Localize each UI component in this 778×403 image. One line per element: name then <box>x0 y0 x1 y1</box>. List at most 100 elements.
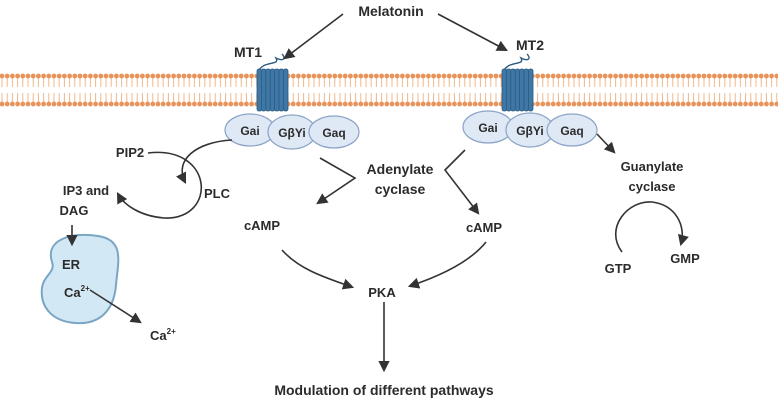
lipid-head <box>758 73 764 79</box>
lipid-head <box>223 101 229 107</box>
transmembrane-helix <box>282 68 289 112</box>
lipid-head <box>10 73 15 79</box>
lipid-head <box>51 101 57 107</box>
lipid-head <box>748 101 754 107</box>
lipid-head <box>540 73 546 79</box>
melatonin-label: Melatonin <box>358 3 423 19</box>
lipid-head <box>41 73 46 79</box>
lipid-head <box>535 73 540 79</box>
lipid-head <box>561 101 566 107</box>
lipid-head <box>483 73 488 79</box>
lipid-head <box>119 101 124 107</box>
lipid-head <box>727 73 733 79</box>
lipid-head <box>764 73 769 79</box>
lipid-head <box>618 73 624 79</box>
lipid-head <box>202 73 208 79</box>
lipid-head <box>431 73 436 79</box>
arrow-melatonin-mt2 <box>437 13 508 52</box>
arrow-mt1-to-camp <box>316 157 357 205</box>
lipid-head <box>608 73 613 79</box>
lipid-head <box>701 101 707 107</box>
lipid-head <box>36 73 41 79</box>
lipid-head <box>103 73 109 79</box>
lipid-head <box>374 101 379 107</box>
transmembrane-helix <box>523 68 529 112</box>
lipid-head <box>218 101 223 107</box>
lipid-head <box>717 101 722 107</box>
lipid-head <box>452 73 457 79</box>
lipid-head <box>212 101 218 107</box>
lipid-head <box>337 101 343 107</box>
lipid-head <box>322 73 327 79</box>
lipid-head <box>119 73 124 79</box>
lipid-head <box>660 101 665 107</box>
lipid-head <box>368 101 374 107</box>
pka-label: PKA <box>368 285 396 300</box>
lipid-head <box>670 73 676 79</box>
arrow-gtp-to-gmp <box>615 201 689 253</box>
lipid-head <box>41 101 46 107</box>
lipid-head <box>332 101 338 107</box>
lipid-head <box>316 73 322 79</box>
lipid-head <box>639 73 644 79</box>
lipid-head <box>228 73 234 79</box>
lipid-head <box>722 73 728 79</box>
lipid-head <box>556 101 561 107</box>
lipid-head <box>415 73 421 79</box>
lipid-head <box>25 101 31 107</box>
lipid-head <box>20 73 26 79</box>
lipid-head <box>301 73 306 79</box>
lipid-head <box>732 73 738 79</box>
lipid-head <box>696 73 702 79</box>
lipid-head <box>738 73 743 79</box>
lipid-head <box>171 73 177 79</box>
arrow-mt2-to-camp <box>443 149 480 215</box>
lipid-head <box>394 101 400 107</box>
lipid-head <box>145 73 151 79</box>
lipid-head <box>712 101 717 107</box>
lipid-head <box>62 73 67 79</box>
lipid-head <box>88 73 93 79</box>
lipid-head <box>290 101 296 107</box>
lipid-head <box>738 101 743 107</box>
gmp-label: GMP <box>670 251 700 266</box>
lipid-head <box>675 101 681 107</box>
lipid-head <box>114 101 119 107</box>
lipid-head <box>327 73 332 79</box>
lipid-head <box>545 73 551 79</box>
lipid-head <box>582 101 587 107</box>
lipid-head <box>186 73 192 79</box>
lipid-head <box>462 73 468 79</box>
lipid-head <box>717 73 722 79</box>
lipid-head <box>400 101 405 107</box>
lipid-head <box>160 101 166 107</box>
lipid-head <box>0 101 5 107</box>
lipid-head <box>774 101 778 107</box>
lipid-head <box>114 73 119 79</box>
lipid-head <box>311 73 317 79</box>
lipid-head <box>769 73 774 79</box>
lipid-head <box>587 101 592 107</box>
lipid-head <box>597 101 603 107</box>
lipid-head <box>181 101 187 107</box>
lipid-head <box>160 73 166 79</box>
arrows <box>66 13 689 373</box>
lipid-head <box>608 101 613 107</box>
lipid-head <box>665 73 670 79</box>
lipid-head <box>436 73 442 79</box>
lipid-head <box>171 101 177 107</box>
lipid-head <box>462 101 468 107</box>
lipid-head <box>686 73 691 79</box>
lipid-head <box>732 101 738 107</box>
lipid-head <box>680 101 686 107</box>
lipid-head <box>561 73 566 79</box>
transmembrane-helix <box>501 68 507 112</box>
ca-free-label: Ca2+ <box>150 327 176 343</box>
arrow-camp-right-to-pka <box>407 241 487 289</box>
lipid-head <box>400 73 405 79</box>
lipid-head <box>124 73 130 79</box>
lipid-head <box>46 101 52 107</box>
lipid-head <box>654 73 660 79</box>
arrow-pip2-to-ip3 <box>116 151 202 219</box>
lipid-head <box>311 101 317 107</box>
